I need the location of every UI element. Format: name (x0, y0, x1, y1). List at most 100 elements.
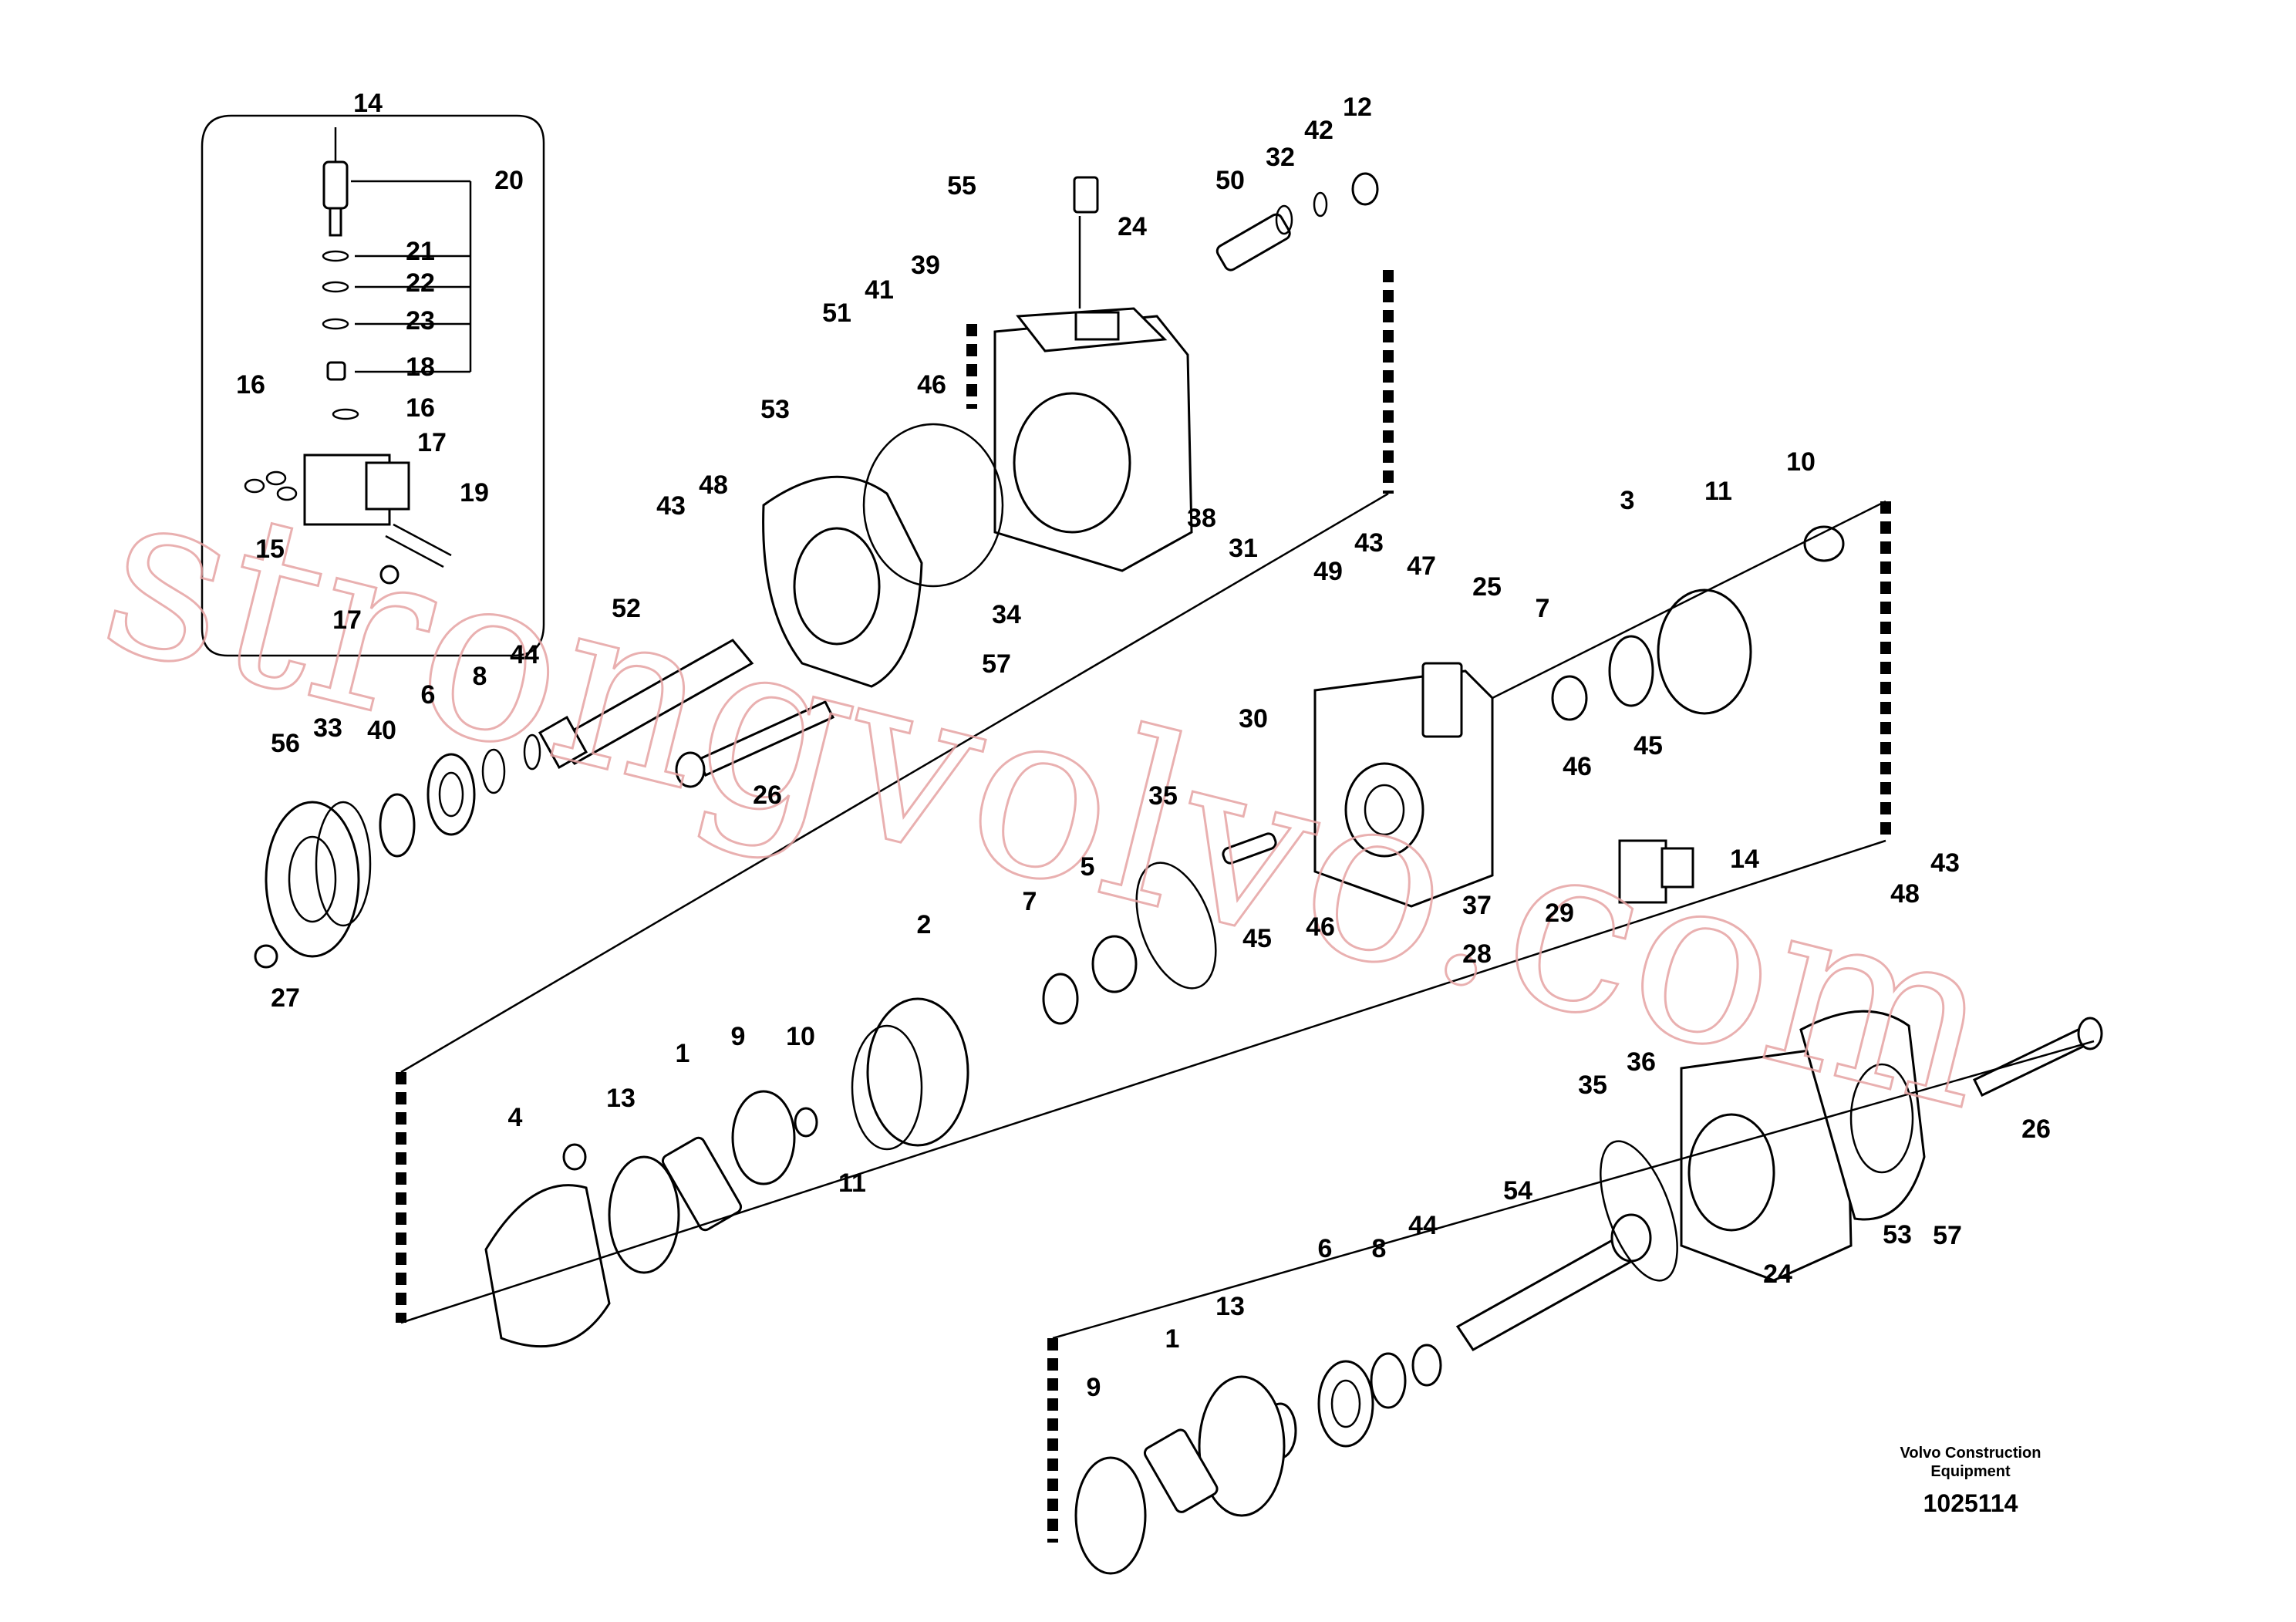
callout-57: 57 (1933, 1221, 1962, 1250)
callout-37: 37 (1462, 891, 1492, 920)
endcap-53-upper (762, 423, 1004, 688)
callout-20: 20 (494, 166, 524, 195)
shaft-52 (538, 639, 754, 770)
front-flange-56 (254, 733, 541, 969)
callout-14: 14 (353, 89, 383, 118)
callout-14: 14 (1730, 845, 1759, 874)
lower-rotating-group (1074, 1344, 1442, 1575)
callout-41: 41 (865, 275, 894, 305)
bolt-26-upper (675, 700, 835, 788)
caption-line-1: Volvo Construction (1900, 1445, 2041, 1462)
callout-3: 3 (1620, 486, 1635, 515)
callout-1: 1 (1165, 1324, 1180, 1354)
callout-43: 43 (656, 491, 686, 521)
callout-50: 50 (1215, 166, 1245, 195)
callout-24: 24 (1763, 1259, 1792, 1289)
callout-48: 48 (699, 470, 728, 500)
inset-frame (201, 114, 545, 657)
upper-pump-housing (993, 176, 1193, 572)
callout-15: 15 (255, 534, 285, 564)
shaft-54 (1455, 1213, 1652, 1351)
callout-11: 11 (1704, 477, 1732, 506)
callout-31: 31 (1229, 534, 1258, 563)
callout-39: 39 (911, 251, 940, 280)
callout-10: 10 (1786, 447, 1816, 477)
callout-47: 47 (1407, 551, 1436, 581)
callout-44: 44 (1408, 1211, 1438, 1240)
callout-48: 48 (1890, 879, 1920, 909)
callout-46: 46 (1306, 912, 1335, 942)
callout-25: 25 (1472, 572, 1502, 602)
callout-2: 2 (917, 910, 932, 939)
callout-7: 7 (1023, 887, 1037, 916)
callout-34: 34 (992, 600, 1021, 629)
oring-35-lower (1600, 1140, 1678, 1282)
callout-6: 6 (421, 680, 436, 710)
pilot-spool (1215, 172, 1379, 271)
callout-17: 17 (332, 605, 362, 635)
callout-45: 45 (1242, 924, 1272, 953)
callout-23: 23 (406, 306, 435, 336)
callout-46: 46 (917, 370, 946, 400)
callout-52: 52 (612, 594, 641, 623)
callout-4: 4 (508, 1103, 523, 1132)
callout-9: 9 (1087, 1373, 1101, 1402)
callout-10: 10 (786, 1022, 815, 1051)
callout-43: 43 (1354, 528, 1384, 558)
callout-49: 49 (1313, 557, 1343, 586)
callout-28: 28 (1462, 939, 1492, 969)
cylinder-block-2 (794, 935, 1138, 1151)
callout-44: 44 (510, 640, 539, 669)
callout-51: 51 (822, 298, 851, 328)
callout-18: 18 (406, 352, 435, 382)
callout-27: 27 (271, 983, 300, 1013)
callout-19: 19 (460, 478, 489, 508)
callout-16: 16 (406, 393, 435, 423)
callout-8: 8 (1372, 1234, 1387, 1263)
piston-set-1 (661, 1090, 796, 1232)
callout-12: 12 (1343, 93, 1372, 122)
callout-36: 36 (1627, 1047, 1656, 1077)
caption-line-2: Equipment (1930, 1463, 2011, 1480)
callout-54: 54 (1503, 1176, 1532, 1206)
lower-pump-housing (1680, 1010, 2103, 1282)
document-number: 1025114 (1923, 1489, 2018, 1517)
callout-26: 26 (2021, 1114, 2051, 1144)
callout-45: 45 (1633, 731, 1663, 760)
callout-21: 21 (406, 237, 435, 266)
callout-33: 33 (313, 713, 342, 743)
swash-plate-4 (484, 1143, 680, 1348)
callout-56: 56 (271, 729, 300, 758)
callout-22: 22 (406, 268, 435, 298)
callout-13: 13 (606, 1084, 636, 1113)
callout-53: 53 (1883, 1220, 1912, 1249)
callout-17: 17 (417, 428, 447, 457)
callout-5: 5 (1081, 852, 1095, 882)
regulator-block (1222, 525, 1845, 908)
callout-57: 57 (982, 649, 1011, 679)
callout-26: 26 (753, 781, 782, 810)
callout-16: 16 (236, 370, 265, 400)
callout-11: 11 (838, 1168, 866, 1198)
callout-1: 1 (676, 1039, 690, 1068)
callout-13: 13 (1215, 1292, 1245, 1321)
callout-24: 24 (1118, 212, 1147, 241)
callout-35: 35 (1148, 781, 1178, 811)
callout-30: 30 (1239, 704, 1268, 733)
callout-38: 38 (1187, 504, 1216, 533)
callout-40: 40 (367, 716, 396, 745)
callout-labels: 1420212223181616171915175524503242125141… (236, 89, 2051, 1402)
callout-42: 42 (1304, 116, 1333, 145)
callout-32: 32 (1266, 143, 1295, 172)
callout-46: 46 (1563, 752, 1592, 781)
callout-55: 55 (947, 171, 976, 201)
callout-29: 29 (1545, 899, 1574, 928)
callout-7: 7 (1536, 594, 1550, 623)
callout-8: 8 (473, 662, 487, 691)
callout-53: 53 (760, 395, 790, 424)
oring-35-middle (1135, 862, 1217, 990)
callout-9: 9 (731, 1022, 746, 1051)
callout-35: 35 (1578, 1071, 1607, 1100)
callout-6: 6 (1318, 1234, 1333, 1263)
